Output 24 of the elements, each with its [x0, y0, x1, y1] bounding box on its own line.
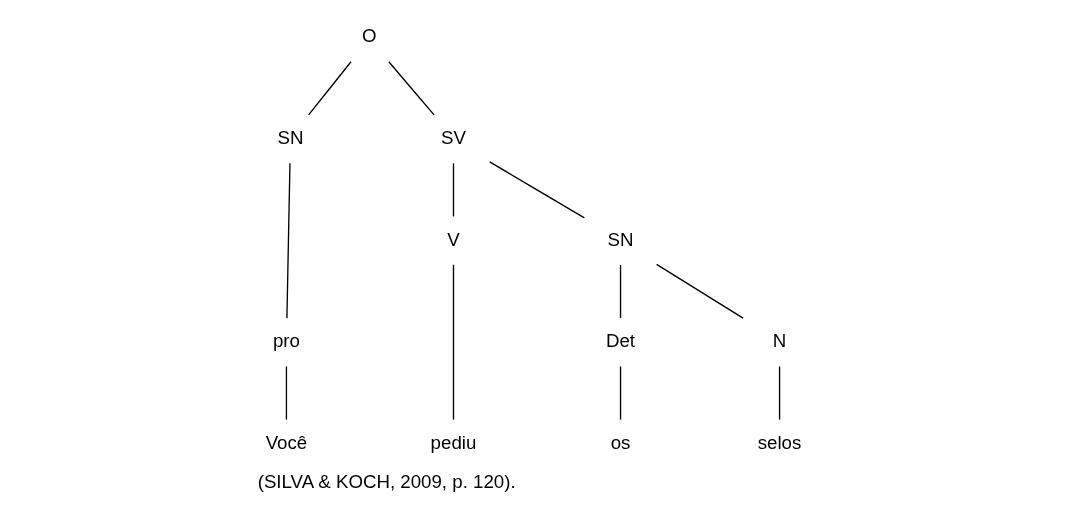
node-text: SN — [277, 127, 304, 149]
connector — [619, 365, 622, 421]
node-text: pro — [272, 330, 300, 352]
connector — [489, 161, 586, 219]
connector — [286, 162, 291, 319]
connector — [388, 61, 435, 116]
node-text: N — [772, 330, 787, 352]
node-text: SV — [441, 127, 466, 149]
connector — [452, 162, 455, 218]
node-text: os — [610, 431, 631, 453]
connector — [307, 61, 352, 116]
connector — [452, 264, 455, 421]
node-text: V — [447, 228, 460, 250]
node-text: SN — [607, 228, 634, 250]
node-text: pediu — [430, 431, 477, 453]
connector — [619, 264, 622, 319]
node-text: Você — [265, 431, 308, 453]
node-text: Det — [605, 330, 636, 352]
caption: (SILVA & KOCH, 2009, p. 120). — [257, 471, 516, 493]
connector — [285, 365, 288, 421]
node-text: selos — [757, 431, 802, 453]
connector — [655, 263, 744, 319]
node-text: O — [362, 25, 377, 47]
connector — [778, 365, 781, 421]
